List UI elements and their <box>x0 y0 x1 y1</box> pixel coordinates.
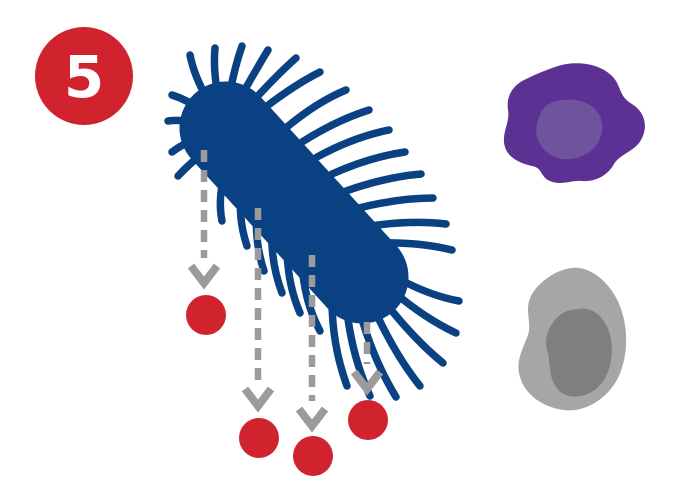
flagellum-icon <box>372 309 424 390</box>
arrow-head-icon <box>295 406 329 433</box>
flagellum-icon <box>384 302 447 367</box>
secretion-arrow-4 <box>350 322 384 396</box>
arrow-head-icon <box>350 369 384 396</box>
flagellum-icon <box>263 68 324 110</box>
flagellum-icon <box>251 54 300 103</box>
step-badge: 5 <box>35 27 133 125</box>
gray-immune-cell-icon <box>518 267 627 411</box>
secretion-arrow-3 <box>295 255 329 433</box>
flagellum-icon <box>313 126 393 161</box>
arrow-head-icon <box>241 386 275 413</box>
purple-cell-nucleus <box>536 99 603 160</box>
secreted-molecule-icon <box>239 418 279 458</box>
step-number: 5 <box>64 43 104 111</box>
flagellum-icon <box>357 312 400 401</box>
step-badge-circle-icon <box>35 27 133 125</box>
secreted-molecule-icon <box>293 436 333 476</box>
flagellum-icon <box>298 106 373 146</box>
flagellum-icon <box>342 170 425 195</box>
flagellum-icon <box>328 148 409 178</box>
secreted-molecule-icon <box>186 295 226 335</box>
secretion-arrow-2 <box>241 208 275 413</box>
bacterium-body-icon <box>179 81 409 324</box>
flagellum-icon <box>367 218 450 230</box>
secretion-arrow-1 <box>187 150 221 290</box>
secreted-molecules <box>186 295 388 476</box>
arrow-head-icon <box>187 263 221 290</box>
flagellum-icon <box>355 194 437 212</box>
secretion-arrows <box>187 150 384 433</box>
purple-immune-cell-icon <box>503 63 645 184</box>
secreted-molecule-icon <box>348 400 388 440</box>
gray-cell-nucleus <box>546 308 612 397</box>
flagellum-icon <box>283 86 350 131</box>
